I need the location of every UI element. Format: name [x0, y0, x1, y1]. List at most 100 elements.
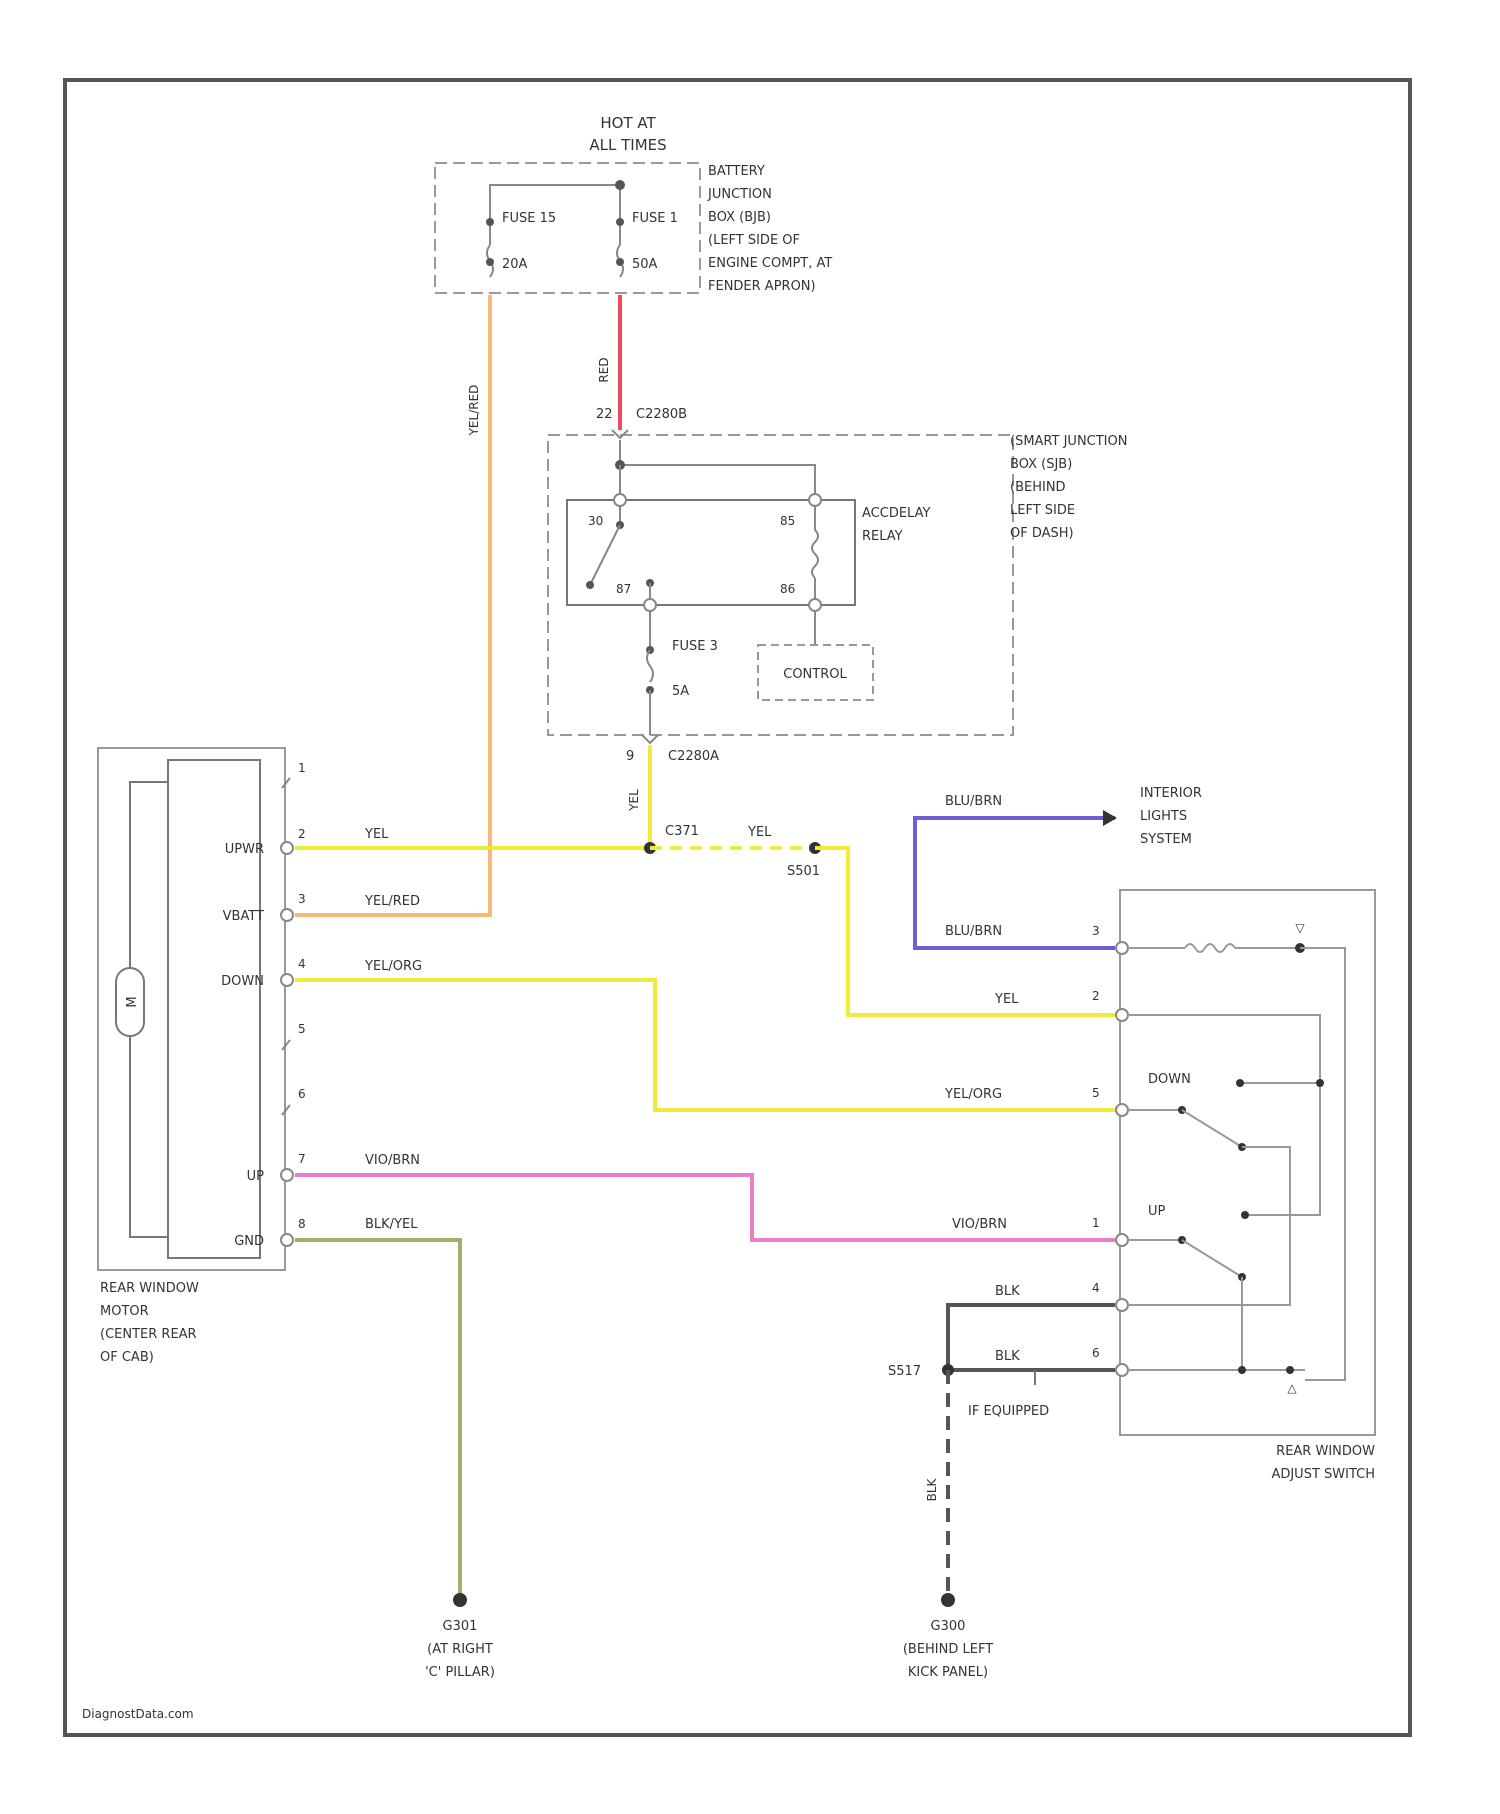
switch-pin-4: 4 — [1092, 1281, 1100, 1295]
relay-label-2: RELAY — [862, 529, 903, 544]
ground-g301 — [453, 1593, 467, 1607]
relay-contact — [590, 525, 620, 585]
bjb-line-2: JUNCTION — [707, 187, 772, 202]
fuse-3-rating: 5A — [672, 684, 689, 699]
motor-pin-4: 4 — [298, 957, 306, 971]
switch-pin-1: 1 — [1092, 1216, 1100, 1230]
wire-label-yel-vertical: YEL — [627, 789, 641, 812]
motor-pin-name-up: UP — [247, 1169, 265, 1184]
switch-pin-3: 3 — [1092, 924, 1100, 938]
motor-pin-name-gnd: GND — [234, 1234, 264, 1249]
switch-diode-bottom: △ — [1287, 1381, 1297, 1395]
wire-label-yel-red-motor: YEL/RED — [364, 894, 420, 909]
fuse-15-label: FUSE 15 — [502, 211, 556, 226]
switch-label-2: ADJUST SWITCH — [1271, 1467, 1375, 1482]
switch-pin-6: 6 — [1092, 1346, 1100, 1360]
wire-label-blk-pin4: BLK — [995, 1284, 1020, 1299]
connector-c2280a-pin: 9 — [626, 749, 634, 764]
wire-label-vio-brn-motor: VIO/BRN — [365, 1153, 420, 1168]
sjb-line-2: BOX (SJB) — [1010, 457, 1072, 472]
wire-label-yel-org-switch: YEL/ORG — [944, 1087, 1002, 1102]
fuse-1-rating: 50A — [632, 257, 658, 272]
motor-pin-8: 8 — [298, 1217, 306, 1231]
motor-pin-name-upwr: UPWR — [225, 842, 264, 857]
wire-label-yel-org-motor: YEL/ORG — [364, 959, 422, 974]
motor-pin-name-vbatt: VBATT — [223, 909, 264, 924]
wire-label-vio-brn-switch: VIO/BRN — [952, 1217, 1007, 1232]
switch-illumination-lamp — [1185, 944, 1235, 952]
battery-junction-box — [435, 163, 700, 293]
ground-g300-line3: KICK PANEL) — [908, 1665, 988, 1680]
bjb-line-5: ENGINE COMPT, AT — [708, 256, 832, 271]
motor-pin-7: 7 — [298, 1152, 306, 1166]
wire-yel-red — [295, 295, 490, 915]
connector-c2280a: C2280A — [668, 749, 719, 764]
wire-label-blk-vertical: BLK — [925, 1477, 939, 1501]
interior-lights-line3: SYSTEM — [1140, 832, 1192, 847]
switch-pin-2: 2 — [1092, 989, 1100, 1003]
ground-g301-line2: (AT RIGHT — [427, 1642, 493, 1657]
sjb-line-4: LEFT SIDE — [1010, 503, 1075, 518]
wire-label-blk-pin6: BLK — [995, 1349, 1020, 1364]
ground-g300-line2: (BEHIND LEFT — [903, 1642, 993, 1657]
relay-pin-86: 86 — [780, 582, 795, 596]
switch-down-label: DOWN — [1148, 1072, 1191, 1087]
rear-window-adjust-switch — [1120, 890, 1375, 1435]
sjb-line-5: OF DASH) — [1010, 526, 1074, 541]
interior-lights-line1: INTERIOR — [1140, 786, 1202, 801]
if-equipped-label: IF EQUIPPED — [968, 1404, 1049, 1419]
splice-s517-label: S517 — [888, 1364, 921, 1379]
switch-label-1: REAR WINDOW — [1276, 1444, 1375, 1459]
motor-label-3: (CENTER REAR — [100, 1327, 197, 1342]
wire-label-red: RED — [597, 357, 611, 382]
interior-lights-line2: LIGHTS — [1140, 809, 1187, 824]
sjb-line-1: (SMART JUNCTION — [1010, 434, 1127, 449]
relay-pin-30: 30 — [588, 514, 603, 528]
splice-s501-label: S501 — [787, 864, 820, 879]
sjb-line-3: (BEHIND — [1010, 480, 1066, 495]
switch-diode-top: ▽ — [1295, 921, 1305, 935]
wire-label-yel-upwr: YEL — [364, 827, 389, 842]
switch-pin-5: 5 — [1092, 1086, 1100, 1100]
relay-pin-85: 85 — [780, 514, 795, 528]
diagram-frame — [65, 80, 1410, 1735]
motor-pin-5: 5 — [298, 1022, 306, 1036]
ground-g301-line1: G301 — [443, 1619, 478, 1634]
relay-coil — [812, 530, 818, 578]
bjb-line-4: (LEFT SIDE OF — [708, 233, 800, 248]
wire-label-blu-brn-top: BLU/BRN — [945, 794, 1002, 809]
motor-pin-2: 2 — [298, 827, 306, 841]
hot-at-all-times-line1: HOT AT — [600, 114, 656, 132]
splice-c371-label: C371 — [665, 824, 699, 839]
hot-at-all-times-line2: ALL TIMES — [589, 136, 666, 154]
bjb-line-1: BATTERY — [708, 164, 765, 179]
fuse-1-label: FUSE 1 — [632, 211, 678, 226]
wire-label-blu-brn-bottom: BLU/BRN — [945, 924, 1002, 939]
ground-g300 — [941, 1593, 955, 1607]
wire-label-blk-yel: BLK/YEL — [365, 1217, 418, 1232]
motor-symbol: M — [125, 996, 140, 1007]
motor-pin-1: 1 — [298, 761, 306, 775]
accdelay-relay — [567, 500, 855, 605]
motor-label-2: MOTOR — [100, 1304, 149, 1319]
control-label: CONTROL — [783, 667, 847, 682]
connector-c2280b-pin: 22 — [596, 407, 613, 422]
switch-up-label: UP — [1148, 1204, 1166, 1219]
connector-c2280b: C2280B — [636, 407, 687, 422]
fuse-15-rating: 20A — [502, 257, 528, 272]
ground-g301-line3: 'C' PILLAR) — [425, 1665, 495, 1680]
switch-up-contact — [1182, 1240, 1242, 1277]
relay-label-1: ACCDELAY — [862, 506, 930, 521]
motor-label-1: REAR WINDOW — [100, 1281, 199, 1296]
motor-pin-6: 6 — [298, 1087, 306, 1101]
wire-blk-pin4 — [948, 1305, 1115, 1370]
bjb-line-3: BOX (BJB) — [708, 210, 771, 225]
wire-label-yel-dashed: YEL — [747, 825, 772, 840]
wire-label-yel-red-vertical: YEL/RED — [467, 385, 481, 437]
motor-label-4: OF CAB) — [100, 1350, 154, 1365]
wire-label-yel-switch: YEL — [994, 992, 1019, 1007]
watermark: DiagnostData.com — [82, 1707, 194, 1721]
ground-g300-line1: G300 — [931, 1619, 966, 1634]
bjb-line-6: FENDER APRON) — [708, 279, 816, 294]
